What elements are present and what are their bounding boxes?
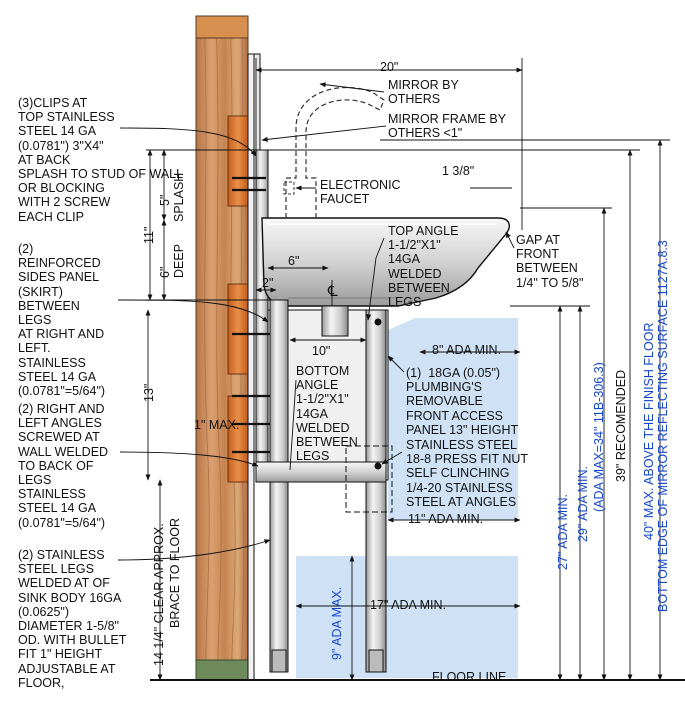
press-fit-nut-upper: [374, 318, 382, 326]
ada-toe-clearance-zone: [296, 556, 518, 678]
dim-10-inch: 10": [312, 344, 331, 358]
note-press-nut: STAINLESS STEEL 18-8 PRESS FIT NUT SELF …: [406, 438, 529, 509]
note-clips: (3)CLIPS AT TOP STAINLESS STEEL 14 GA (0…: [18, 96, 184, 224]
dim-width-20: 20": [380, 60, 399, 74]
floor-line-label: FLOOR LINE: [432, 670, 507, 684]
nut-detail-box: [345, 445, 393, 513]
dim-6-inch: 6": [288, 254, 300, 268]
wall-bottom-plate: [195, 659, 249, 681]
dim-rim-1-3-8: 1 3/8": [442, 164, 475, 178]
dim-brace: BRACE TO FLOOR: [168, 518, 182, 628]
ada-min-8: 8" ADA MIN.: [432, 343, 502, 357]
wall-blocking-upper: [227, 115, 249, 207]
wall-blocking-lower: [227, 395, 249, 483]
wall-finish: [247, 53, 255, 681]
ada-min-27: 27" ADA MIN.: [556, 494, 570, 570]
wall-screws: [232, 176, 270, 454]
mirror-40-max: 40" MAX. ABOVE THE FINISH FLOOR: [642, 322, 656, 540]
leader-lines: [117, 82, 515, 561]
dim-deep-6: 6": [158, 266, 172, 278]
dim-splash-label: SPLASH: [172, 172, 186, 222]
note-top-angle: TOP ANGLE 1-1/2"X1" 14GA WELDED BETWEEN …: [388, 224, 459, 310]
note-mirror: MIRROR BY OTHERS: [388, 78, 459, 107]
dim-clear-floor: 14 1/4" CLEAR APPROX.: [152, 523, 166, 666]
note-faucet: ELECTRONIC FAUCET: [320, 178, 401, 207]
note-legs: (2) STAINLESS STEEL LEGS WELDED AT OF SI…: [18, 548, 127, 690]
ada-min-11: 11" ADA MIN.: [408, 512, 484, 526]
leg-front: [365, 309, 387, 673]
wall-blocking-middle: [227, 283, 249, 375]
leg-rear-foot: [271, 649, 287, 673]
note-right-left-angles: (2) RIGHT AND LEFT ANGLES SCREWED AT WAL…: [18, 402, 109, 530]
backsplash: [255, 149, 269, 471]
dimension-lines: [145, 58, 670, 681]
dim-2-inch: 2": [262, 276, 274, 290]
note-front-panel: (1) 18GA (0.05") PLUMBING'S REMOVABLE FR…: [406, 366, 519, 437]
note-bottom-angle: BOTTOM ANGLE 1-1/2"X1" 14GA WELDED BETWE…: [296, 364, 358, 464]
recommended-39: 39" RECOMENDED: [614, 369, 628, 482]
ada-min-29: 29" ADA MIN.: [576, 466, 590, 542]
mirror-edge-code: BOTTOM EDGE OF MIRROR REFLECTING SURFACE…: [656, 240, 670, 612]
dim-overall-11: 11": [142, 226, 156, 244]
electronic-faucet: [285, 86, 385, 218]
note-gap: GAP AT FRONT BETWEEN 1/4" TO 5/8": [516, 233, 584, 290]
wall-top-cap: [195, 15, 249, 39]
sink-drain: [321, 305, 349, 337]
ada-max-34: (ADA MAX=34" 11B-306.3): [592, 362, 606, 512]
note-reinforced-sides: (2) REINFORCED SIDES PANEL (SKIRT) BETWE…: [18, 242, 106, 399]
dim-1-max: 1" MAX.: [194, 418, 240, 432]
press-fit-nut: [374, 462, 382, 470]
bottom-angle-brace: [255, 461, 387, 483]
leg-rear: [269, 299, 289, 673]
dim-13: 13": [142, 383, 156, 402]
leg-front-foot: [368, 649, 384, 673]
ada-min-17: 17" ADA MIN.: [370, 598, 446, 612]
dim-deep-label: DEEP: [172, 243, 186, 278]
mirror: [253, 53, 261, 153]
ada-knee-clearance-zone: [388, 318, 518, 520]
ada-max-9: 9" ADA MAX.: [330, 586, 344, 660]
note-mirror-frame: MIRROR FRAME BY OTHERS <1": [388, 112, 507, 141]
dim-splash-5: 5": [158, 194, 172, 206]
centerline-symbol: ℄: [328, 283, 338, 300]
faucet-sensor: [283, 181, 295, 195]
